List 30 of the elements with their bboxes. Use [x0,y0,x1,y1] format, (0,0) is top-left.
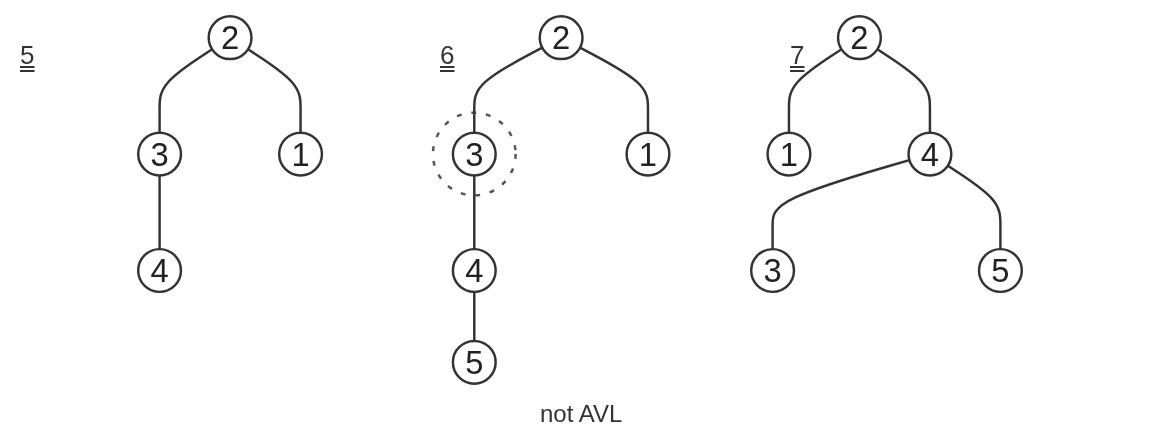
connector [247,48,302,133]
node-circle: 3 [451,131,497,177]
step-number: 7 [790,40,805,71]
connector [473,46,543,133]
node-circle: 1 [625,131,671,177]
connector [787,48,843,133]
node-circle: 3 [749,247,796,294]
node-circle: 2 [538,15,584,61]
node-circle: 3 [137,131,183,177]
node-circle: 2 [207,15,253,61]
connector [473,175,476,250]
step-number: 6 [440,40,455,71]
connector [579,46,650,133]
node-circle: 5 [977,247,1023,294]
connector [947,164,1002,250]
node-circle: 1 [277,131,324,177]
node-circle: 4 [137,247,183,294]
connector [158,48,213,133]
note-text: not AVL [540,400,623,428]
connector [158,175,161,250]
node-circle: 4 [907,131,953,177]
cluster [431,111,517,197]
connector [473,291,476,341]
connector [876,48,932,133]
node-circle: 5 [451,339,497,385]
node-circle: 2 [836,15,883,61]
node-circle: 1 [766,131,812,177]
connector [771,158,910,250]
node-circle: 4 [451,247,497,294]
step-number: 5 [20,40,35,71]
